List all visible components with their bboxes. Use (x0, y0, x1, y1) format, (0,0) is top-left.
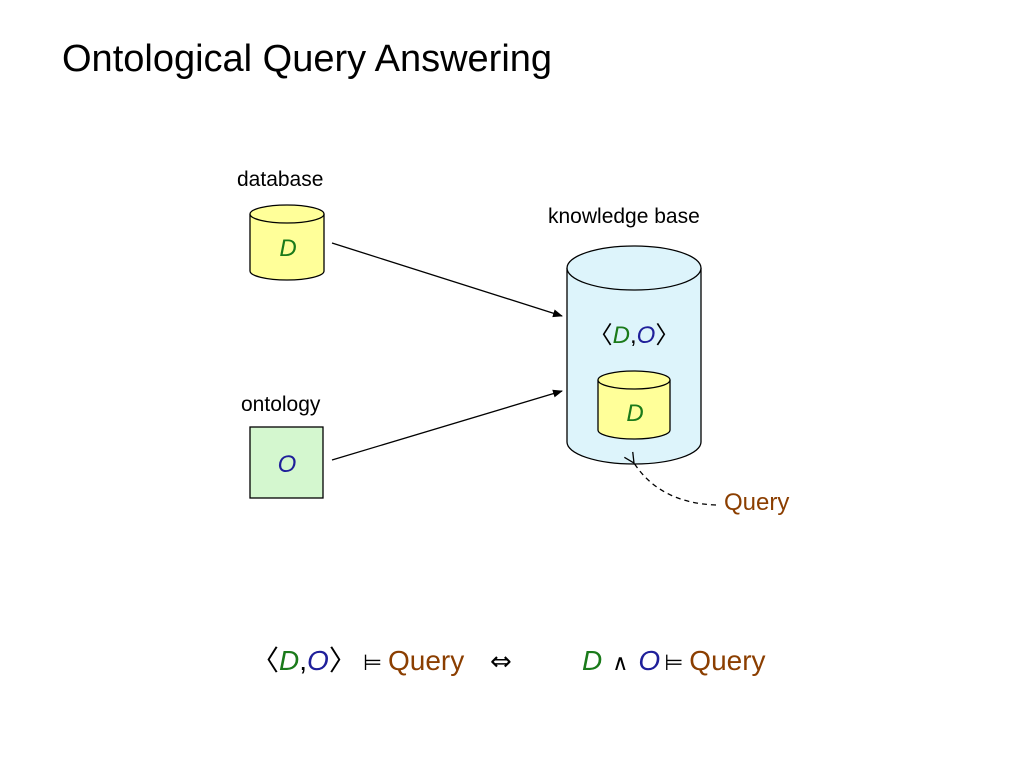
database-to-kb-arrow (331, 242, 563, 318)
formula-rangle: 〉 (329, 645, 357, 676)
knowledge-base-cylinder-icon: 〈D,O〉 D (566, 245, 702, 465)
ontology-o-symbol: O (278, 451, 297, 478)
formula-o-symbol: O (307, 645, 329, 676)
database-cylinder-icon: D (249, 204, 325, 281)
knowledge-base-tuple: 〈D,O〉 (589, 322, 680, 349)
ontology-label: ontology (241, 393, 321, 416)
formula-models-right: ⊨ (664, 651, 683, 676)
formula-query-left: Query (388, 645, 464, 676)
query-dashed-arrow (624, 451, 717, 506)
inner-database-cylinder-icon: D (597, 370, 671, 440)
query-label: Query (724, 489, 789, 516)
kb-comma: , (630, 322, 637, 349)
kb-rangle: 〉 (655, 322, 679, 349)
formula-d-symbol: D (279, 645, 299, 676)
ontology-box: O (249, 426, 324, 499)
formula-left: 〈D,O〉⊨Query (251, 645, 464, 676)
kb-d-symbol: D (613, 322, 630, 349)
formula-right-d-symbol: D (582, 645, 602, 676)
formula-models-left: ⊨ (363, 651, 382, 676)
slide-title: Ontological Query Answering (62, 38, 553, 80)
formula-and-symbol: ∧ (612, 651, 628, 676)
formula-langle: 〈 (251, 645, 279, 676)
formula-comma: , (299, 645, 307, 676)
formula-iff-symbol: ⇔ (490, 647, 512, 677)
formula-query-right: Query (689, 645, 765, 676)
database-d-symbol: D (279, 235, 296, 262)
ontology-to-kb-arrow (331, 389, 563, 461)
kb-o-symbol: O (637, 322, 656, 349)
kb-langle: 〈 (589, 322, 613, 349)
bottom-formula: 〈D,O〉⊨Query ⇔ D∧O⊨Query (251, 645, 766, 677)
database-label: database (237, 168, 324, 191)
formula-right: D ∧ O⊨Query (582, 645, 766, 676)
knowledge-base-label: knowledge base (548, 205, 700, 228)
formula-right-o-symbol: O (638, 645, 660, 676)
inner-database-d-symbol: D (626, 400, 643, 427)
